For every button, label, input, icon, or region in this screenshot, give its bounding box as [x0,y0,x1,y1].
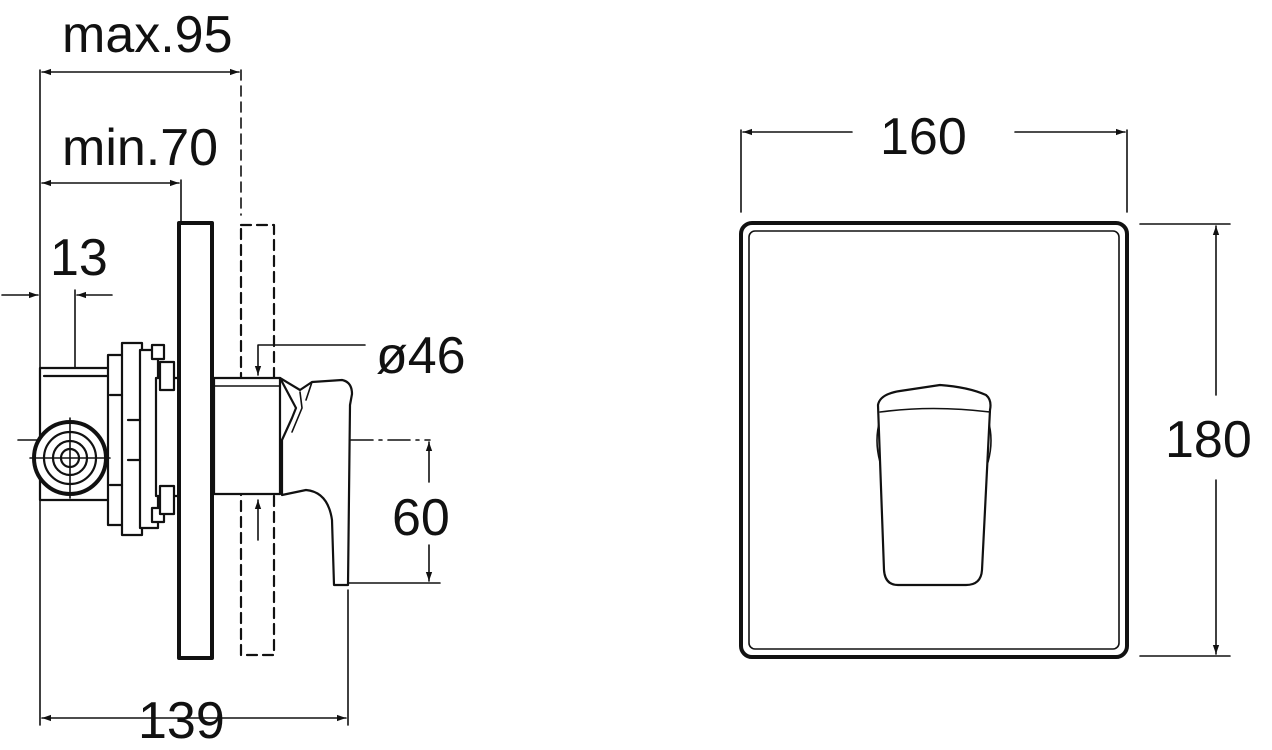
side-view [1,68,441,726]
max-depth-label: max.95 [62,6,233,64]
offset-label: 13 [50,229,108,287]
min-depth-label: min.70 [62,119,218,177]
extension-lines [39,69,441,726]
dimension-labels: max.95 min.70 13 ø46 60 139 160 180 [50,6,1252,750]
lever-handle-side [278,376,354,587]
cover-plate-side [177,221,214,660]
dimension-lines [1,68,433,722]
lever-handle-front [876,383,992,587]
total-depth-label: 139 [138,692,225,750]
inlet-port [29,417,111,499]
cover-plate-front-inner [748,230,1120,650]
plate-width-label: 160 [880,108,967,166]
plate-height-label: 180 [1165,411,1252,469]
handle-drop-label: 60 [392,489,450,547]
front-view [739,128,1231,659]
diameter-leader [254,344,366,376]
diameter-label: ø46 [376,327,466,385]
sleeve [212,376,282,496]
